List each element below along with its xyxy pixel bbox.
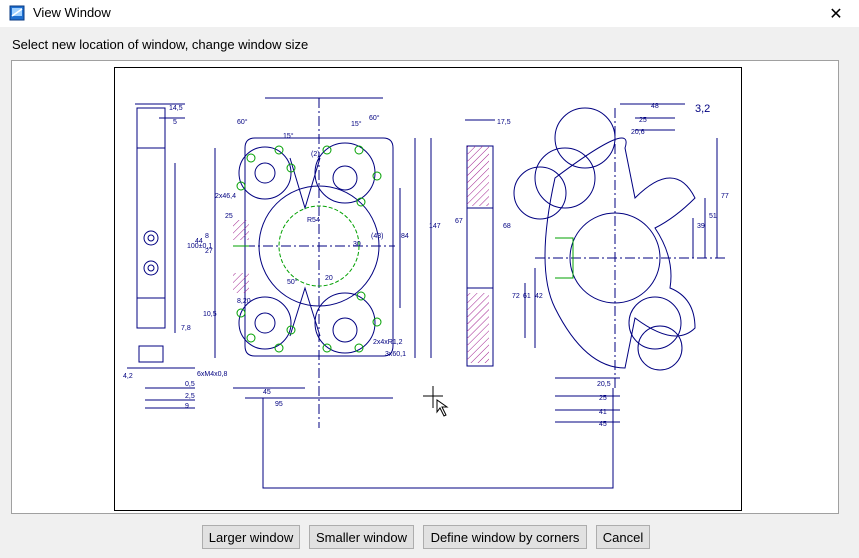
dim-label: 30 <box>353 241 361 248</box>
dim-label: 51 <box>709 213 717 220</box>
close-icon: ✕ <box>829 5 843 23</box>
dim-label: 95 <box>275 401 283 408</box>
dim-label: 67 <box>455 218 463 225</box>
dim-label: 45 <box>263 389 271 396</box>
dim-label: R54 <box>307 217 320 224</box>
dim-label: 41 <box>599 409 607 416</box>
drawing-preview-area[interactable]: 14,5 5 17,5 48 25 20,6 3,2 77 51 39 147 … <box>11 60 839 514</box>
dim-label: 4,2 <box>123 373 133 380</box>
view-window-app-icon <box>9 5 25 21</box>
dim-label: 15° <box>351 120 362 128</box>
dim-label: 5 <box>173 119 177 126</box>
smaller-window-button[interactable]: Smaller window <box>309 525 414 549</box>
dim-label: 39 <box>697 223 705 230</box>
dim-label: 100±0,1 <box>187 243 212 250</box>
dim-label: 6xM4x0,8 <box>197 371 227 378</box>
dim-label: 25 <box>225 213 233 220</box>
close-button[interactable]: ✕ <box>813 0 859 27</box>
dim-label: 68 <box>503 223 511 230</box>
dim-label: 25 <box>599 395 607 402</box>
mouse-cursor-icon <box>423 386 449 417</box>
larger-window-button[interactable]: Larger window <box>202 525 300 549</box>
define-window-by-corners-button[interactable]: Define window by corners <box>423 525 587 549</box>
dim-label: 9 <box>185 403 189 410</box>
dim-label: 60° <box>237 118 248 126</box>
dim-label: 61 <box>523 293 531 300</box>
dim-label: 42 <box>535 293 543 300</box>
dim-label: 2x4xR1,2 <box>373 339 403 346</box>
dim-label: 44 <box>195 238 203 245</box>
dim-label: 20 <box>325 275 333 282</box>
dim-label: 147 <box>429 223 441 230</box>
dim-label: 25 <box>639 117 647 124</box>
dim-label: 48 <box>651 103 659 110</box>
drawing-sheet: 14,5 5 17,5 48 25 20,6 3,2 77 51 39 147 … <box>114 67 742 511</box>
dim-label: 27 <box>205 248 213 255</box>
window-title: View Window <box>33 5 111 20</box>
dim-label: 3x60,1 <box>385 351 406 358</box>
cancel-button[interactable]: Cancel <box>596 525 650 549</box>
dim-label: 60° <box>369 114 380 122</box>
dim-label: (2) <box>311 151 320 158</box>
dim-label: 8,20 <box>237 298 251 305</box>
dim-label: 10,5 <box>203 311 217 318</box>
dim-label: 17,5 <box>497 119 511 126</box>
dim-label: 20,5 <box>597 381 611 388</box>
title-bar: View Window ✕ <box>0 0 859 27</box>
dim-label: 7,8 <box>181 325 191 332</box>
dim-label: (43) <box>371 233 383 240</box>
dim-label: 2,5 <box>185 393 195 400</box>
instruction-text: Select new location of window, change wi… <box>12 37 309 52</box>
dim-label: 2x46,4 <box>215 193 236 200</box>
dim-label: 0,5 <box>185 381 195 388</box>
dim-label: 77 <box>721 193 729 200</box>
dim-label: 72 <box>512 293 520 300</box>
dim-label: 8 <box>205 233 209 240</box>
dim-label: 3,2 <box>695 103 710 115</box>
dim-label: 50° <box>287 278 298 286</box>
dim-label: 84 <box>401 233 409 240</box>
dim-label: 20,6 <box>631 129 645 136</box>
dim-label: 15° <box>283 132 294 140</box>
cad-drawing: 14,5 5 17,5 48 25 20,6 3,2 77 51 39 147 … <box>123 97 729 489</box>
dim-label: 14,5 <box>169 105 183 112</box>
dim-label: 45 <box>599 421 607 428</box>
